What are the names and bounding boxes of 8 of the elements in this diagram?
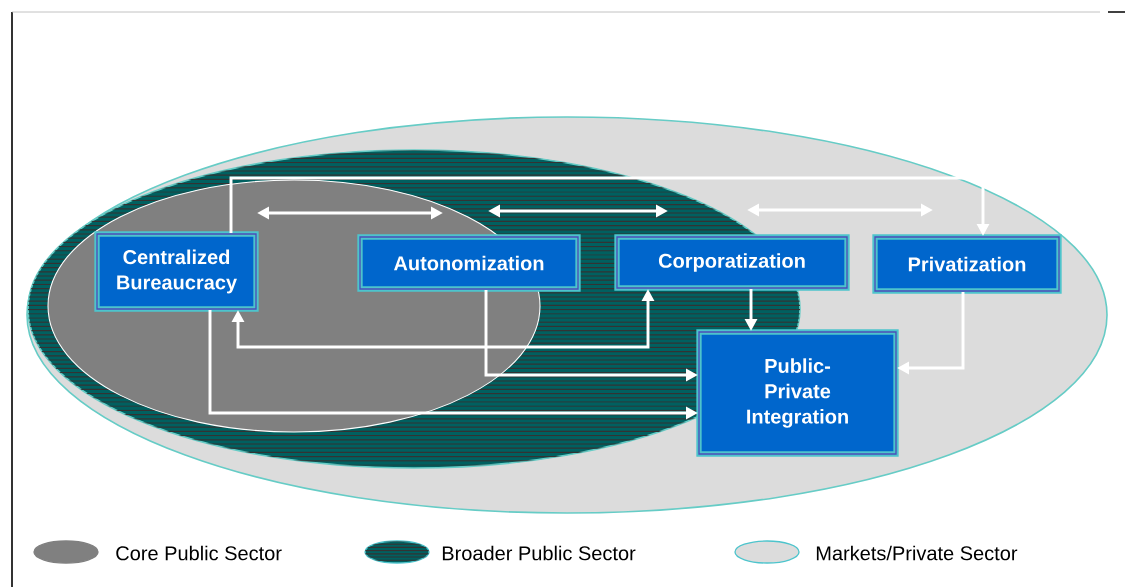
process-box: Corporatization [614,234,850,291]
process-box: Centralized Bureaucracy [94,231,259,312]
process-box: Autonomization [357,234,581,292]
legend-label: Broader Public Sector [442,545,636,561]
legend-label: Markets/Private Sector [816,545,1018,561]
legend-label: Core Public Sector [116,545,282,561]
process-box: Public- Private Integration [696,329,899,457]
process-box: Privatization [872,234,1062,294]
